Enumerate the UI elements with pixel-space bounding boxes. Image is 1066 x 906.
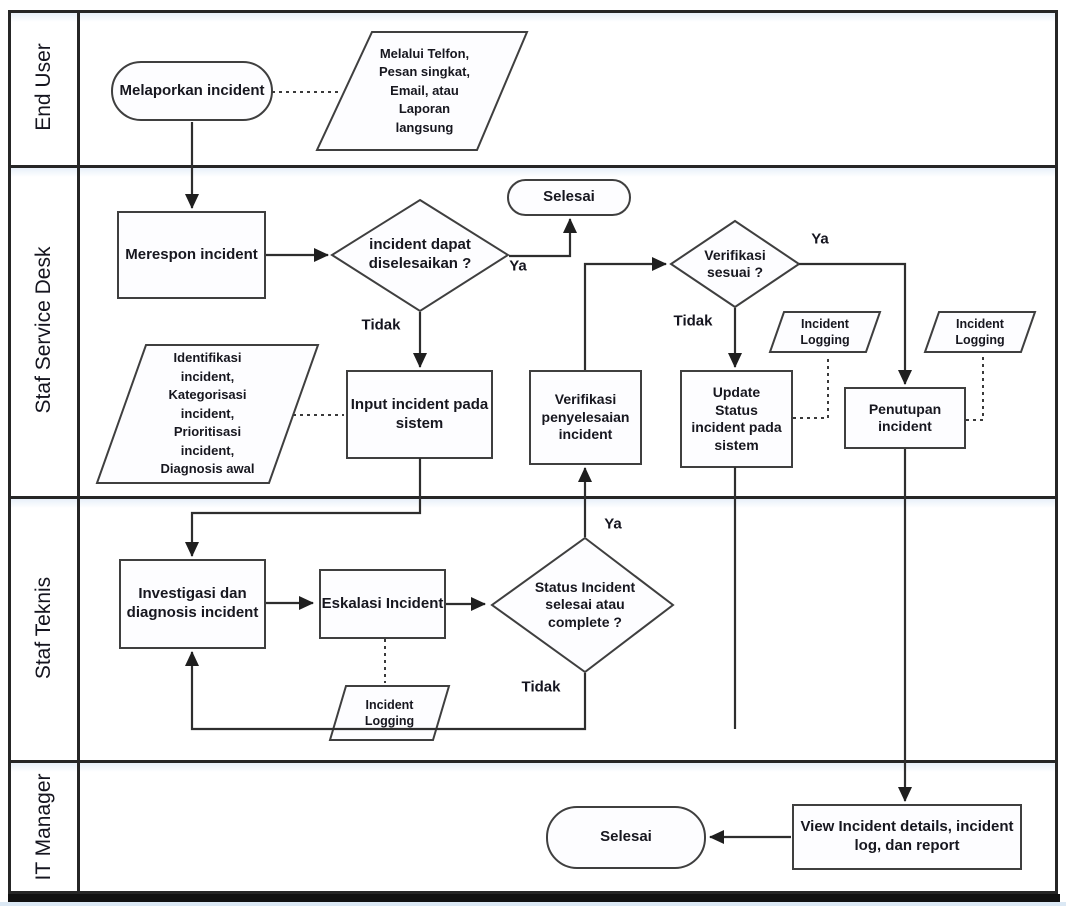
bottom-border-bar (8, 894, 1060, 902)
node-incident-logging-eskalasi-label: Incident Logging (364, 697, 415, 728)
shape-decision-status-incident-selesai (490, 536, 675, 674)
edge-label-tidak-verifikasi: Tidak (673, 312, 713, 330)
diagram-outer-border (8, 10, 1058, 894)
shape-end-selesai-it-manager (546, 806, 706, 869)
connector-verifikasi-penyelesaian-to-verifikasi-sesuai (583, 257, 667, 370)
connector-dotted-penutupan-to-logging (966, 355, 984, 421)
node-selesai-it-manager-label: Selesai (600, 828, 652, 846)
node-investigasi-diagnosis-label: Investigasi dan diagnosis incident (126, 585, 259, 621)
node-input-incident-label: Input incident pada sistem (350, 395, 489, 432)
shape-data-incident-logging-update (768, 311, 882, 353)
edge-label-tidak-status: Tidak (521, 678, 561, 696)
edge-label-tidak-diselesaikan: Tidak (361, 316, 401, 334)
node-status-incident-selesai-label: Status Incident selesai atau complete ? (534, 578, 636, 630)
node-verifikasi-sesuai-label: Verifikasi sesuai ? (704, 246, 766, 281)
connector-diselesaikan-ya-to-selesai (509, 218, 577, 258)
shape-process-verifikasi-penyelesaian (529, 370, 642, 465)
node-update-status-label: Update Status incident pada sistem (691, 384, 782, 453)
node-view-incident-label: View Incident details, incident log, dan… (800, 818, 1014, 854)
shape-decision-incident-dapat-diselesaikan (330, 198, 510, 313)
node-verifikasi-penyelesaian-label: Verifikasi penyelesaian incident (541, 391, 630, 443)
shape-process-penutupan-incident (844, 387, 966, 449)
shape-process-eskalasi-incident (319, 569, 446, 639)
node-incident-logging-penutupan-label: Incident Logging (955, 316, 1005, 347)
node-identifikasi-incident-label: Identifikasi incident, Kategorisasi inci… (160, 350, 255, 477)
node-penutupan-incident-label: Penutupan incident (868, 400, 942, 435)
edge-label-ya-diselesaikan: Ya (509, 257, 527, 275)
shape-process-investigasi-diagnosis (119, 559, 266, 649)
shape-process-update-status (680, 370, 793, 468)
edge-label-ya-status: Ya (604, 515, 622, 533)
node-eskalasi-incident-label: Eskalasi Incident (321, 594, 444, 612)
connector-verifikasi-ya-to-penutupan (799, 262, 912, 385)
node-incident-logging-update-label: Incident Logging (800, 316, 850, 347)
lane-divider-2 (8, 496, 1058, 499)
node-melalui-telfon-label: Melalui Telfon, Pesan singkat, Email, at… (378, 45, 471, 135)
shape-decision-verifikasi-sesuai (669, 219, 801, 309)
lane-label-column-divider (77, 10, 80, 894)
shape-data-melalui-telfon (315, 31, 529, 151)
shape-data-incident-logging-penutupan (923, 311, 1037, 353)
node-selesai-service-desk-label: Selesai (543, 188, 595, 206)
connector-input-to-investigasi (185, 458, 422, 557)
shape-data-identifikasi-incident (95, 344, 320, 484)
lane-divider-1 (8, 165, 1058, 168)
node-incident-dapat-diselesaikan-label: incident dapat diselesaikan ? (368, 236, 472, 272)
shape-end-selesai-service-desk (507, 179, 631, 216)
connector-status-tidak-to-investigasi (185, 651, 587, 731)
edge-label-ya-verifikasi: Ya (811, 230, 829, 248)
shape-process-merespon-incident (117, 211, 266, 299)
node-melaporkan-incident-label: Melaporkan incident (119, 81, 265, 99)
connector-dotted-update-to-logging (793, 355, 829, 419)
lane-divider-3 (8, 760, 1058, 763)
bottom-edge-strip (0, 902, 1066, 906)
shape-process-view-incident (792, 804, 1022, 870)
shape-process-input-incident (346, 370, 493, 459)
node-merespon-incident-label: Merespon incident (125, 245, 258, 263)
shape-data-incident-logging-eskalasi (328, 685, 451, 741)
